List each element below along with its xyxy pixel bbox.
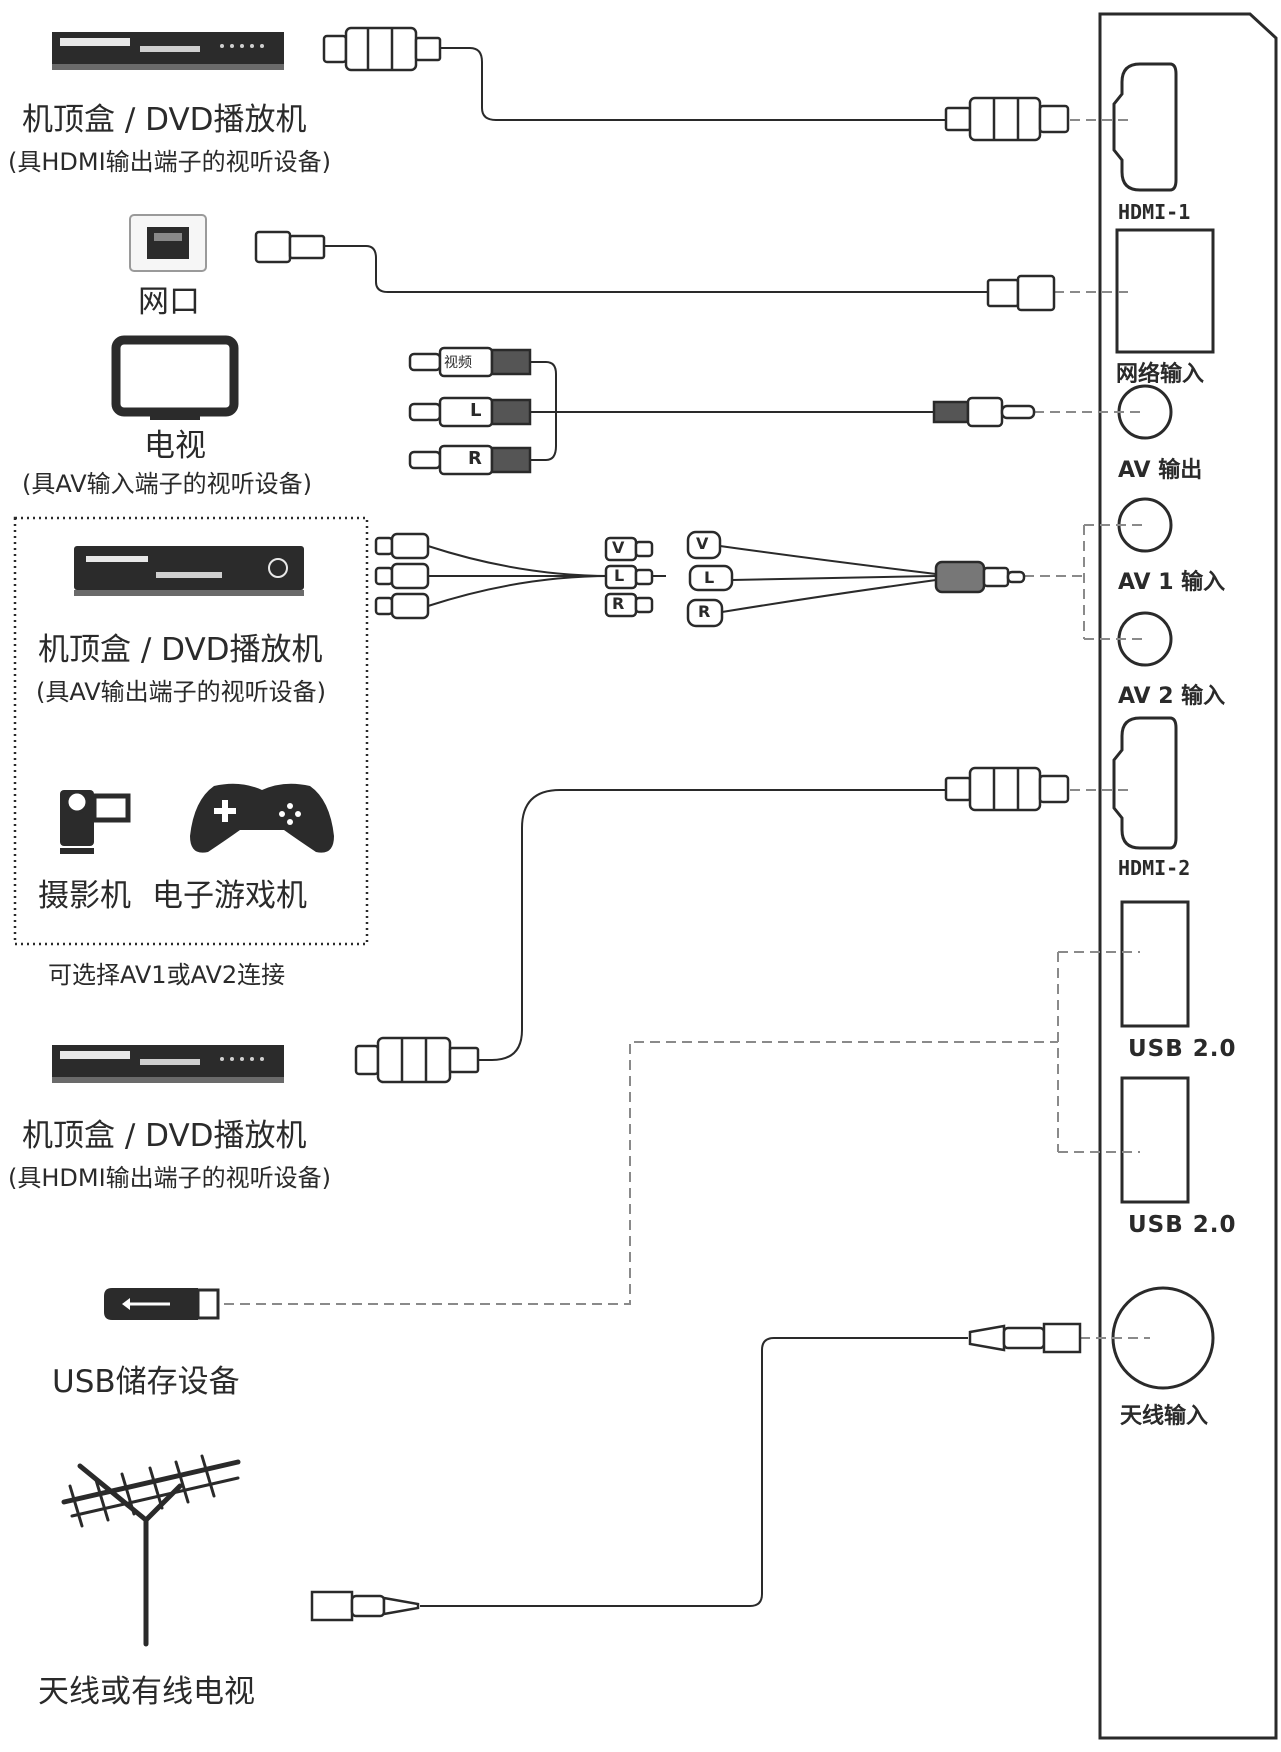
usb-storage-icon [104,1288,220,1320]
av-connection-note: 可选择AV1或AV2连接 [48,961,286,989]
av-out-jack [1117,384,1173,440]
antenna-icon [61,1454,241,1647]
usb-storage-label: USB储存设备 [52,1364,240,1400]
network-in-port-label: 网络输入 [1116,362,1205,387]
camcorder-icon [60,790,131,854]
hdmi-plug-mid-right [944,766,1070,812]
rca-plug-right [408,444,532,476]
antenna-plug-right [968,1322,1082,1354]
stb-av-title: 机顶盒 / DVD播放机 [38,632,323,668]
set-top-box-hdmi-bottom-icon [52,1045,284,1083]
tv-monitor-icon [111,335,239,420]
tv-subtitle: (具AV输入端子的视听设备) [22,470,313,498]
antenna-in-port-label: 天线输入 [1120,1404,1209,1429]
av2-in-jack [1117,611,1173,667]
usb-port-a-label: USB 2.0 [1128,1036,1237,1062]
hdmi-plug-bottom-left [354,1036,480,1084]
stb-hdmi-bottom-subtitle: (具HDMI输出端子的视听设备) [8,1164,332,1192]
stb-av-subtitle: (具AV输出端子的视听设备) [36,678,327,706]
stb-hdmi-top-subtitle: (具HDMI输出端子的视听设备) [8,148,332,176]
antenna-plug-left [310,1590,420,1622]
stb-hdmi-top-title: 机顶盒 / DVD播放机 [22,102,307,138]
av-in-35mm-plug [934,560,1026,594]
av-device-group-box [13,516,369,946]
usb-port-a [1120,900,1190,1028]
hdmi1-port-label: HDMI-1 [1118,200,1191,224]
usb-port-b-label: USB 2.0 [1128,1212,1237,1238]
av-in-socket-v-mark: V [696,534,709,553]
rca-right-mark: R [468,448,482,469]
rca-plug-video [408,346,532,378]
rca-left-mark: L [470,400,482,421]
av-cable-rca-sockets [686,530,734,628]
hdmi-plug-top-right [944,96,1070,142]
network-socket-icon [129,214,207,272]
av-in-socket-r-mark: R [698,602,711,621]
av-in-socket-l-mark: L [704,568,715,587]
hdmi2-port [1112,716,1178,850]
hdmi1-port [1112,62,1178,192]
network-port [1115,228,1215,354]
set-top-box-av-icon [74,546,304,596]
av1-in-jack [1117,497,1173,553]
stb-hdmi-bottom-title: 机顶盒 / DVD播放机 [22,1118,307,1154]
rj45-plug-left [254,230,326,264]
gameconsole-label: 电子游戏机 [152,878,307,914]
av1-in-port-label: AV 1 输入 [1118,570,1226,595]
camcorder-label: 摄影机 [38,878,131,914]
hdmi-plug-top-left [322,26,442,72]
network-label: 网口 [138,284,200,320]
set-top-box-hdmi-top-icon [52,32,284,70]
av-out-35mm-plug [932,396,1036,428]
av-in-r-mark: R [612,594,625,613]
av2-in-port-label: AV 2 输入 [1118,684,1226,709]
av-cable-rca-left-group [374,532,430,620]
av-in-v-mark: V [612,538,625,557]
hdmi2-port-label: HDMI-2 [1118,856,1191,880]
av-out-port-label: AV 输出 [1118,458,1203,483]
rca-plug-left [408,396,532,428]
av-in-l-mark: L [614,566,625,585]
av-cable-rca-right-group [604,536,654,618]
tv-title: 电视 [144,428,206,464]
dashed-links [224,119,1150,1339]
solid-cables [324,47,988,1607]
rj45-plug-right [986,274,1056,312]
antenna-label: 天线或有线电视 [38,1674,255,1710]
gamepad-icon [190,783,334,853]
rca-video-mark: 视频 [444,355,472,371]
usb-port-b [1120,1076,1190,1204]
